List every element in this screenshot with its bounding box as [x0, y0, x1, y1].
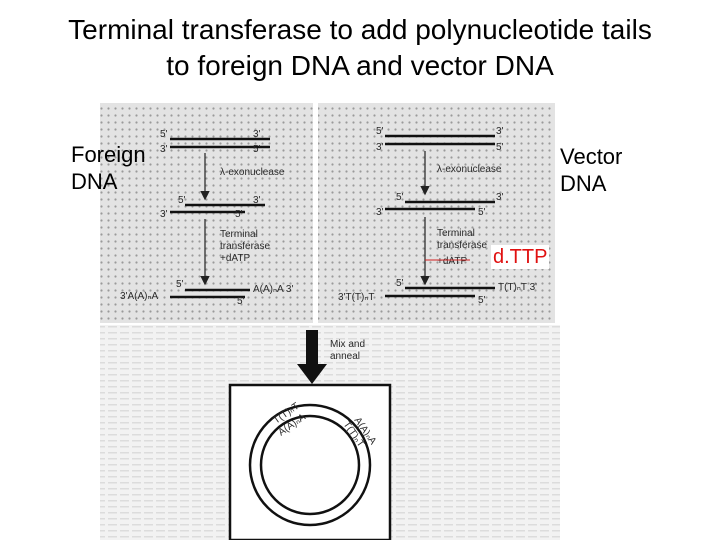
- foreign-label-line-2: DNA: [71, 169, 118, 194]
- vc-exonuclease: λ-exonuclease: [437, 164, 502, 175]
- dttp-annotation: d.TTP: [491, 245, 550, 269]
- fg-5p-d: 5': [235, 209, 243, 220]
- vc-5p-f: 5': [478, 295, 486, 306]
- vector-label-line-1: Vector: [560, 144, 623, 169]
- fg-tail-bottom: 3'A(A)ₙA: [120, 291, 158, 302]
- mix-arrow-head: [297, 364, 327, 384]
- fg-datp: +dATP: [220, 253, 250, 264]
- vc-3p-a: 3': [496, 126, 504, 137]
- fg-3p-a: 3': [253, 129, 261, 140]
- vc-5p-e: 5': [396, 278, 404, 289]
- vc-transferase: transferase: [437, 240, 487, 251]
- fg-5p-a: 5': [160, 129, 168, 140]
- recombinant-box: T(T)ₙT A(A)ₙA A(A)ₙA T(T)ₙT: [228, 383, 392, 540]
- vector-label-line-2: DNA: [560, 171, 607, 196]
- fg-3p-b: 3': [160, 144, 168, 155]
- page-title: Terminal transferase to add polynucleoti…: [0, 12, 720, 84]
- vc-terminal: Terminal: [437, 228, 475, 239]
- vc-5p-b: 5': [496, 142, 504, 153]
- fg-exonuclease: λ-exonuclease: [220, 167, 285, 178]
- vc-3p-d: 3': [376, 207, 384, 218]
- fg-3p-c: 3': [253, 195, 261, 206]
- foreign-dna-label: Foreign DNA: [71, 141, 146, 195]
- fg-transferase: transferase: [220, 241, 270, 252]
- vc-tail-bottom: 3'T(T)ₙT: [338, 292, 374, 303]
- fg-3p-d: 3': [160, 209, 168, 220]
- title-line-2: to foreign DNA and vector DNA: [166, 50, 554, 81]
- vector-dna-panel: 5' 3' 3' 5' λ-exonuclease 5' 3' 3' 5' Te…: [318, 103, 555, 323]
- foreign-dna-panel: 5' 3' 3' 5' λ-exonuclease 5' 3' 3' 5' Te…: [100, 103, 313, 323]
- vc-5p-c: 5': [396, 192, 404, 203]
- vc-5p-d: 5': [478, 207, 486, 218]
- vc-3p-c: 3': [496, 192, 504, 203]
- vc-datp: +dATP: [437, 256, 467, 267]
- vc-3p-b: 3': [376, 142, 384, 153]
- foreign-label-line-1: Foreign: [71, 142, 146, 167]
- vector-dna-label: Vector DNA: [560, 143, 622, 197]
- fg-5p-b: 5': [253, 144, 261, 155]
- fg-5p-c: 5': [178, 195, 186, 206]
- fg-terminal: Terminal: [220, 229, 258, 240]
- anneal-text: anneal: [330, 351, 360, 362]
- mix-text: Mix and: [330, 339, 365, 350]
- title-line-1: Terminal transferase to add polynucleoti…: [68, 14, 652, 45]
- vc-tail-top: T(T)ₙT 3': [498, 282, 537, 293]
- mix-arrow-shaft: [306, 330, 318, 366]
- fg-tail-top: A(A)ₙA 3': [253, 284, 293, 295]
- fg-5p-e: 5': [176, 279, 184, 290]
- vc-5p-a: 5': [376, 126, 384, 137]
- fg-5p-f: 5': [237, 296, 245, 307]
